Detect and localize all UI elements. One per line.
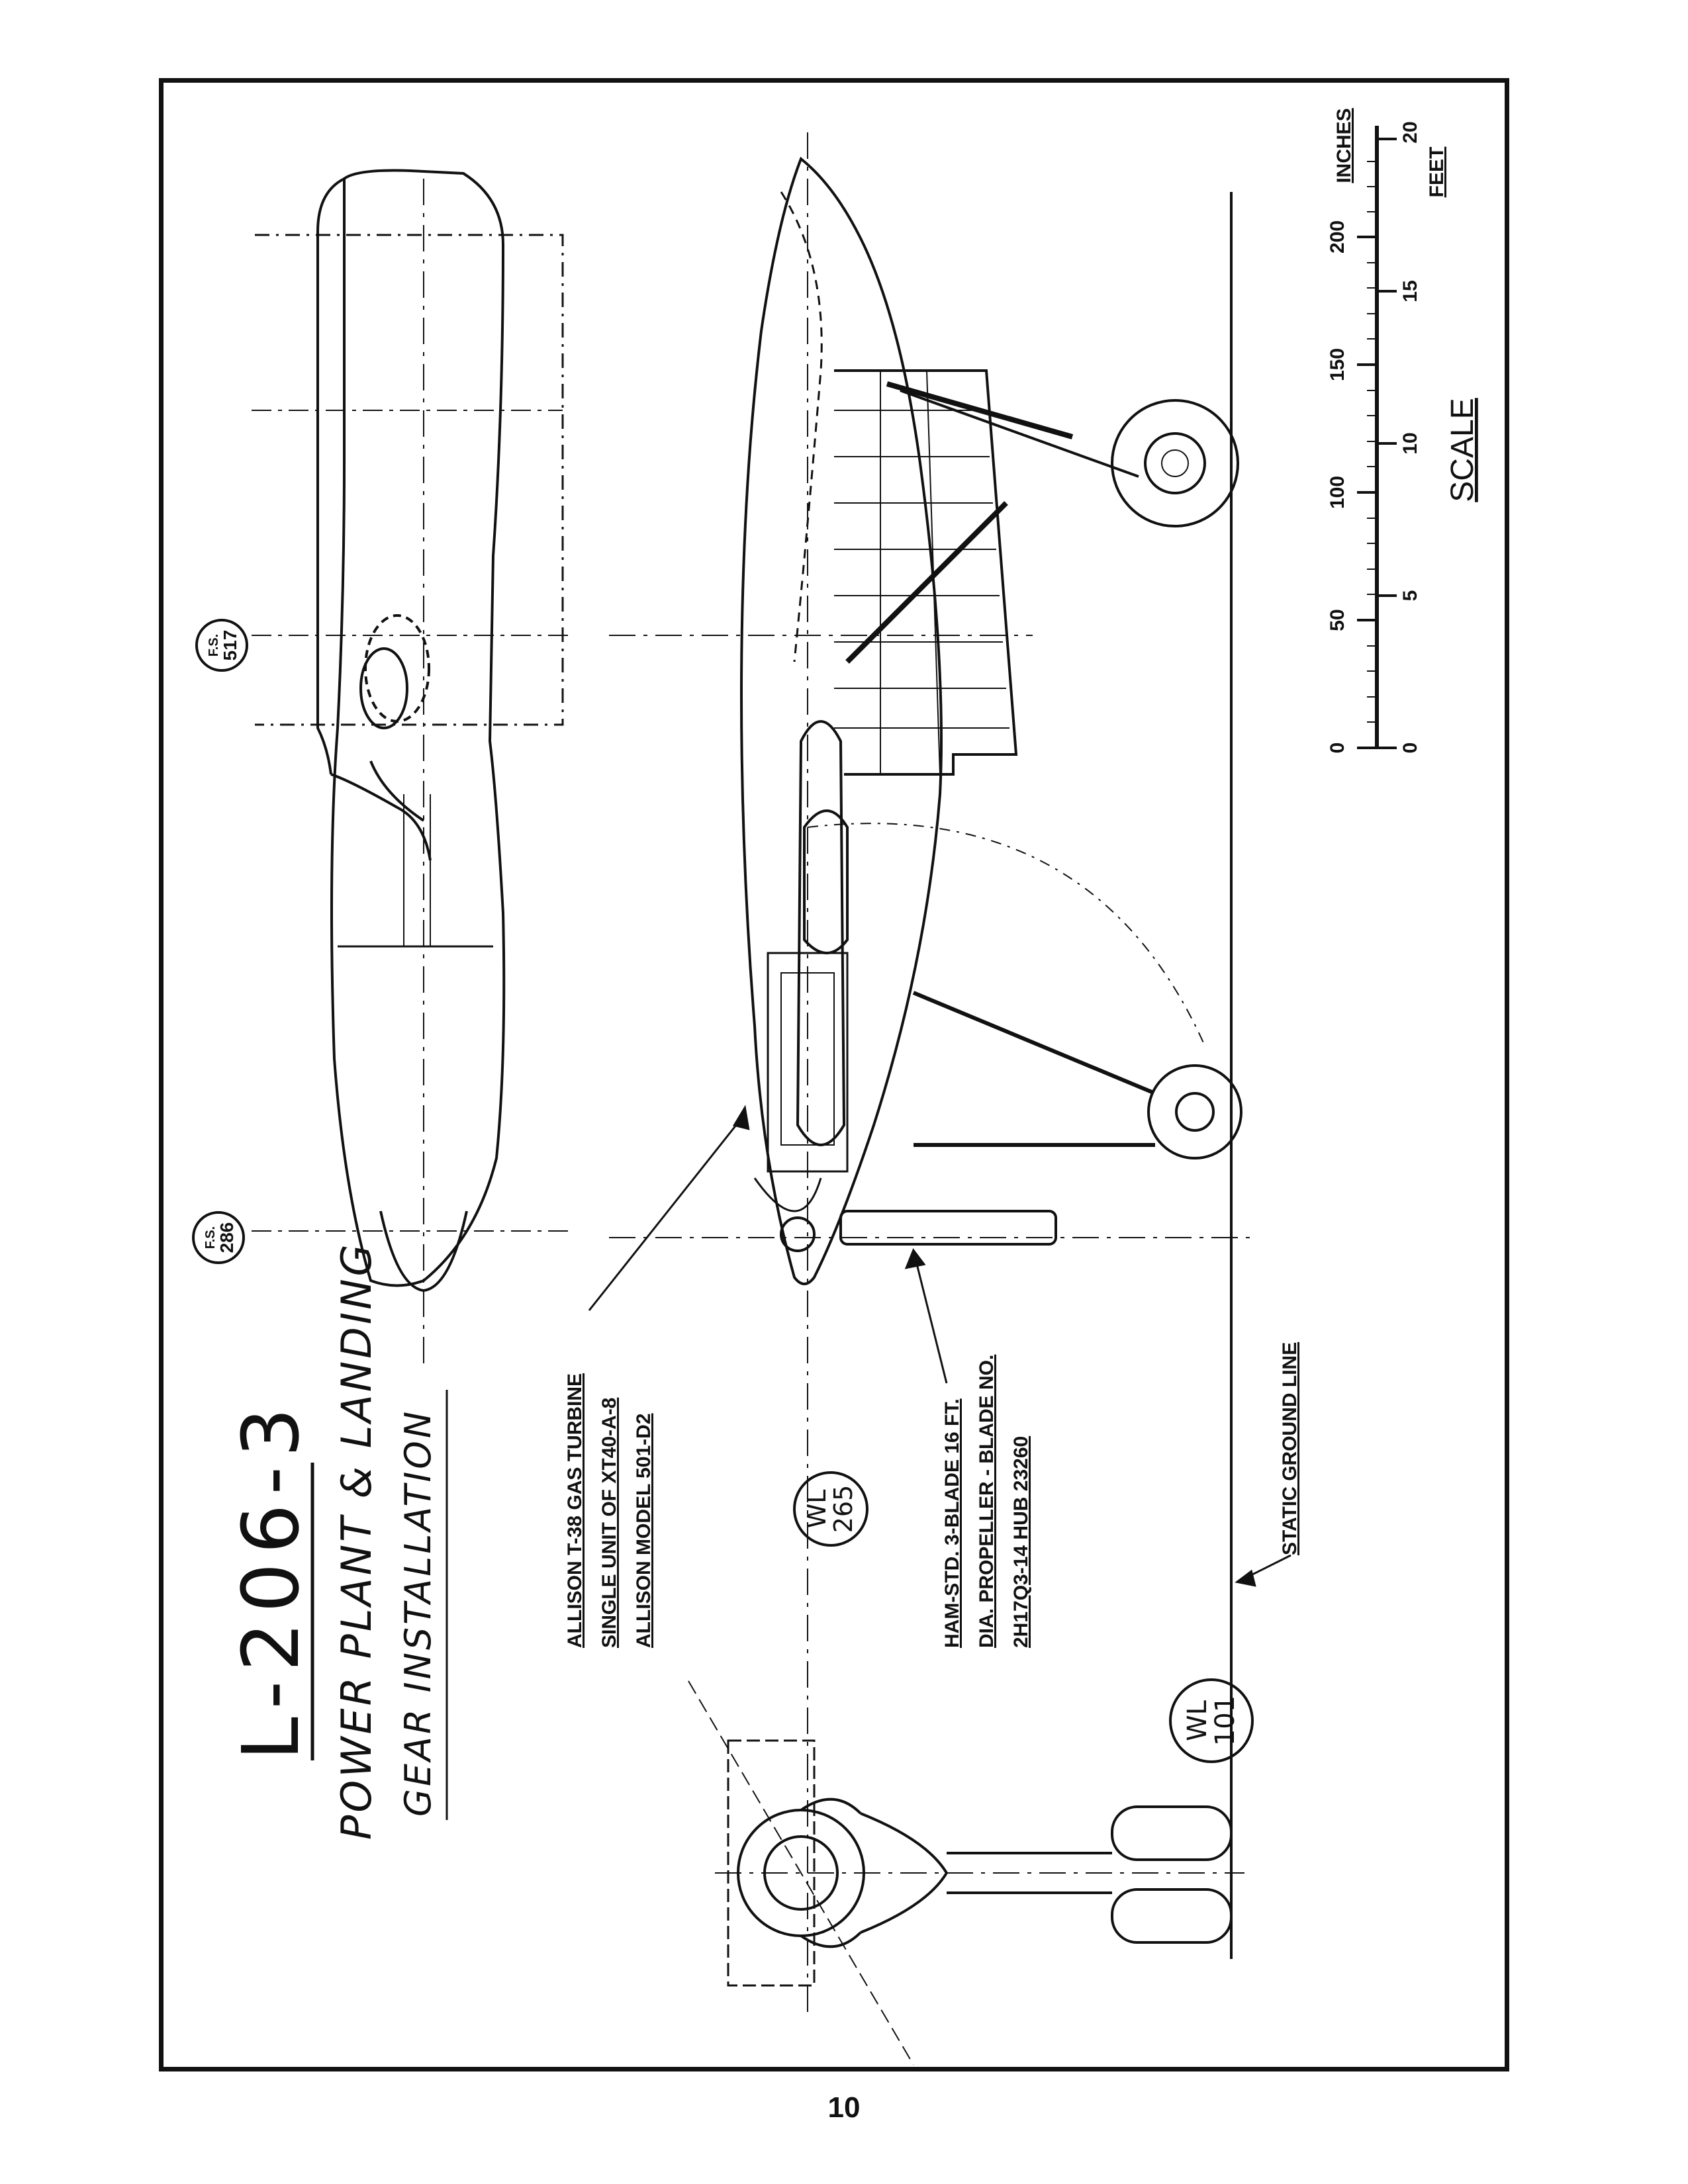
- scale-feet-label: FEET: [1426, 147, 1448, 198]
- station-marker-fs-517: F.S. 517: [195, 619, 248, 672]
- svg-text:F.S.: F.S.: [203, 1226, 218, 1249]
- scale-title: SCALE: [1445, 398, 1480, 502]
- title-block: L-206-3 POWER PLANT & LANDING GEAR INSTA…: [225, 1242, 448, 1840]
- svg-text:265: 265: [829, 1485, 858, 1533]
- svg-text:STATIC GROUND LINE: STATIC GROUND LINE: [1279, 1342, 1301, 1555]
- propeller-note: HAM-STD. 3-BLADE 16 FT. DIA. PROPELLER -…: [941, 1355, 1032, 1648]
- svg-text:286: 286: [216, 1222, 237, 1253]
- scale-inch-tick-50: 50: [1327, 609, 1348, 631]
- scale-bar: 0 50 100 150 200 INCHES 0 5 10 15 20 FEE…: [1327, 108, 1480, 753]
- scale-inch-tick-150: 150: [1327, 348, 1348, 381]
- scale-feet-tick-0: 0: [1399, 743, 1421, 754]
- station-marker-wl-265: WL 265: [793, 1471, 868, 1547]
- engine-note: ALLISON T-38 GAS TURBINE SINGLE UNIT OF …: [564, 1373, 655, 1648]
- propeller-note-line3: 2H17Q3-14 HUB 23260: [1010, 1436, 1032, 1648]
- scale-feet-tick-20: 20: [1399, 121, 1421, 143]
- propeller-note-line2: DIA. PROPELLER - BLADE NO.: [976, 1355, 998, 1648]
- station-marker-fs-286: F.S. 286: [192, 1211, 245, 1264]
- drawing-model-number: L-206-3: [225, 1398, 316, 1760]
- svg-text:WL: WL: [802, 1490, 831, 1529]
- engine-note-line1: ALLISON T-38 GAS TURBINE: [564, 1373, 586, 1648]
- scale-inch-tick-100: 100: [1327, 476, 1348, 509]
- engine-note-line3: ALLISON MODEL 501-D2: [633, 1413, 655, 1648]
- ground-line-note: STATIC GROUND LINE: [1279, 1342, 1301, 1555]
- svg-text:WL: WL: [1182, 1700, 1213, 1741]
- scale-inch-tick-200: 200: [1327, 220, 1348, 253]
- top-view: [252, 169, 569, 1370]
- svg-text:101: 101: [1210, 1696, 1241, 1746]
- scale-feet-tick-5: 5: [1399, 590, 1421, 602]
- front-view: [688, 1680, 1244, 2066]
- scale-inches-label: INCHES: [1333, 108, 1355, 183]
- drawing-subtitle-line2: GEAR INSTALLATION: [397, 1409, 439, 1817]
- drawing-subtitle-line1: POWER PLANT & LANDING: [332, 1242, 381, 1840]
- drawing-border: [159, 78, 1509, 2071]
- engine-note-line2: SINGLE UNIT OF XT40-A-8: [598, 1398, 620, 1648]
- page-number: 10: [827, 2091, 861, 2124]
- station-marker-wl-101: WL 101: [1169, 1678, 1254, 1763]
- svg-text:F.S.: F.S.: [207, 634, 221, 657]
- scale-feet-tick-15: 15: [1399, 280, 1421, 302]
- side-view: [588, 132, 1291, 2019]
- propeller-note-line1: HAM-STD. 3-BLADE 16 FT.: [941, 1398, 963, 1648]
- svg-text:517: 517: [220, 630, 240, 661]
- scale-feet-tick-10: 10: [1399, 432, 1421, 454]
- scale-inch-tick-0: 0: [1327, 743, 1348, 754]
